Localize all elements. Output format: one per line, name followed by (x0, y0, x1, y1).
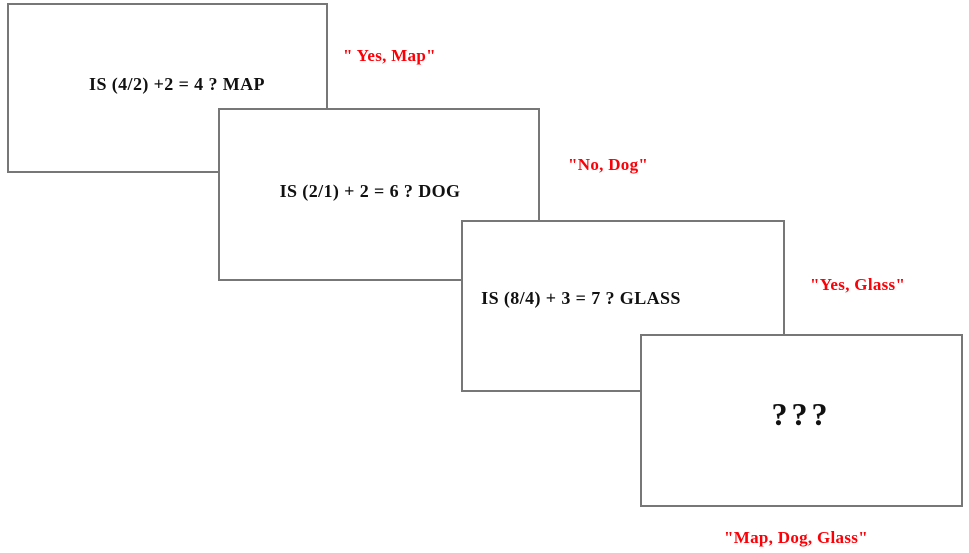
equation-text-3: IS (8/4) + 3 = 7 ? GLASS (481, 287, 681, 308)
stimulus-card-1: IS (4/2) +2 = 4 ? MAP (7, 3, 328, 173)
equation-text-1: IS (4/2) +2 = 4 ? MAP (89, 73, 265, 94)
recall-prompt-text: ??? (771, 395, 832, 432)
response-label-1: " Yes, Map" (343, 46, 436, 65)
recall-card: ??? (640, 334, 963, 507)
response-label-3: "Yes, Glass" (810, 275, 906, 294)
equation-text-2: IS (2/1) + 2 = 6 ? DOG (279, 180, 461, 201)
recall-response-label: "Map, Dog, Glass" (724, 528, 868, 547)
response-label-2: "No, Dog" (568, 155, 649, 174)
